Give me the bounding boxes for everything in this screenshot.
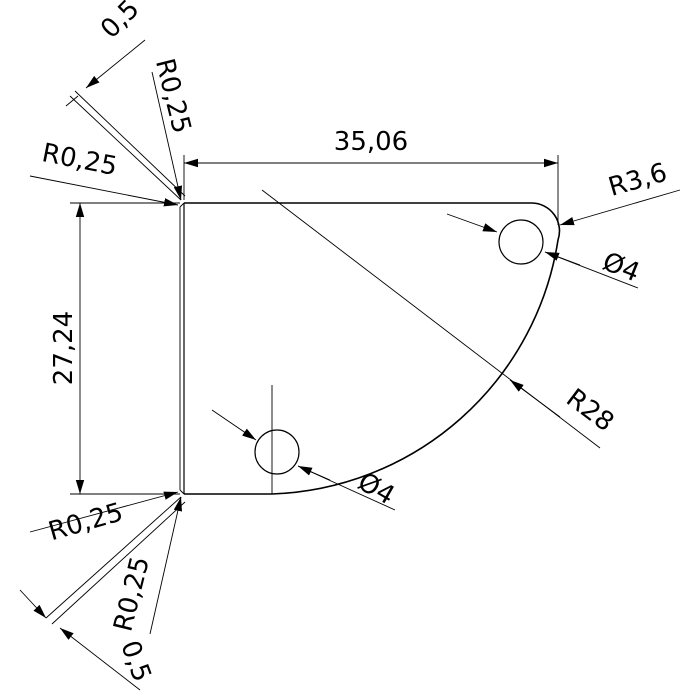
fillet-top-left xyxy=(179,202,185,208)
dim-fillet-top-left-inner-label: R0,25 xyxy=(149,56,196,137)
dim-width-label: 35,06 xyxy=(334,127,408,157)
dim-arc-radius-label: R28 xyxy=(560,383,619,438)
dim-corner-radius-label: R3,6 xyxy=(605,158,670,203)
dim-thickness-top-label: 0,5 xyxy=(95,0,145,45)
dim-thickness-bottom-label: 0,5 xyxy=(114,637,156,686)
dim-fillet-bottom-left-outer-label: R0,25 xyxy=(45,497,126,547)
dim-height-label: 27,24 xyxy=(49,311,79,385)
dim-arc-radius: R28 xyxy=(261,189,619,449)
dim-corner-radius: R3,6 xyxy=(559,158,681,226)
dim-fillet-top-left-outer-label: R0,25 xyxy=(39,138,119,182)
dim-width: 35,06 xyxy=(183,127,559,225)
fillet-bottom-left xyxy=(179,489,185,495)
hole-bottom xyxy=(254,429,300,475)
hole-top-right xyxy=(498,219,544,265)
dim-height: 27,24 xyxy=(49,202,180,495)
dim-hole-top: Ø4 xyxy=(446,213,644,289)
dim-hole-top-label: Ø4 xyxy=(598,247,644,289)
dim-hole-bottom-label: Ø4 xyxy=(352,467,399,511)
dim-fillet-bottom-left: R0,25 R0,25 xyxy=(29,491,183,635)
dim-hole-bottom: Ø4 xyxy=(211,409,400,511)
part-outline xyxy=(179,202,561,495)
